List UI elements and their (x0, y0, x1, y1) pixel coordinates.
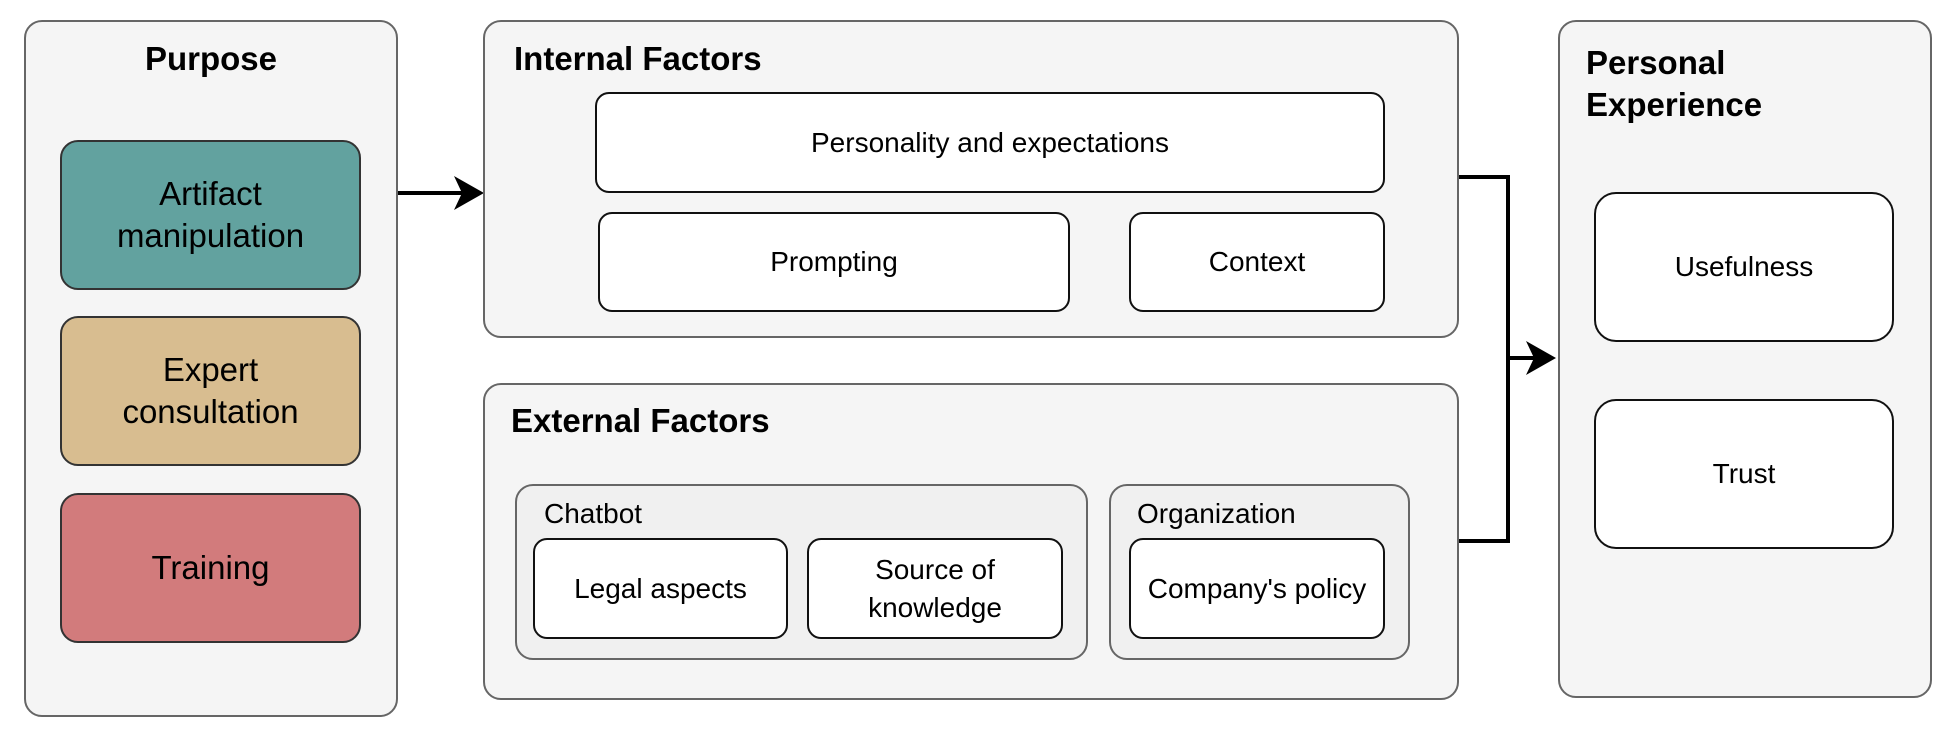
trust-label: Trust (1712, 458, 1776, 489)
company-policy-label: Company's policy (1147, 572, 1367, 604)
factors-merge-connector (1459, 175, 1510, 543)
purpose-title: Purpose (144, 40, 278, 77)
internal-factors-title: Internal Factors (514, 40, 762, 77)
purpose-item-label: Artifact manipulation (116, 175, 305, 254)
chatbot-group-title: Chatbot (544, 498, 643, 529)
trust-box: Trust (1594, 399, 1894, 549)
context-label: Context (1208, 246, 1306, 277)
source-of-knowledge-box: Source of knowledge (807, 538, 1063, 639)
purpose-item-artifact-manipulation: Artifact manipulation (60, 140, 361, 290)
purpose-item-training: Training (60, 493, 361, 643)
purpose-arrowhead (454, 176, 484, 210)
personal-experience-title: Personal Experience (1586, 44, 1763, 123)
experience-arrowhead (1526, 341, 1556, 375)
external-factors-title: External Factors (511, 402, 770, 439)
purpose-item-label: Expert consultation (122, 351, 299, 430)
organization-group-title: Organization (1137, 498, 1296, 529)
source-of-knowledge-label: Source of knowledge (868, 553, 1002, 623)
personal-experience-panel (1558, 20, 1932, 698)
prompting-label: Prompting (770, 246, 898, 277)
legal-aspects-label: Legal aspects (574, 572, 747, 604)
purpose-item-expert-consultation: Expert consultation (60, 316, 361, 466)
context-box: Context (1129, 212, 1385, 312)
company-policy-box: Company's policy (1129, 538, 1385, 639)
usefulness-box: Usefulness (1594, 192, 1894, 342)
purpose-item-label: Training (151, 549, 270, 586)
personality-expectations-box: Personality and expectations (595, 92, 1385, 193)
personality-expectations-label: Personality and expectations (811, 126, 1169, 158)
usefulness-label: Usefulness (1674, 251, 1814, 282)
prompting-box: Prompting (598, 212, 1070, 312)
legal-aspects-box: Legal aspects (533, 538, 788, 639)
